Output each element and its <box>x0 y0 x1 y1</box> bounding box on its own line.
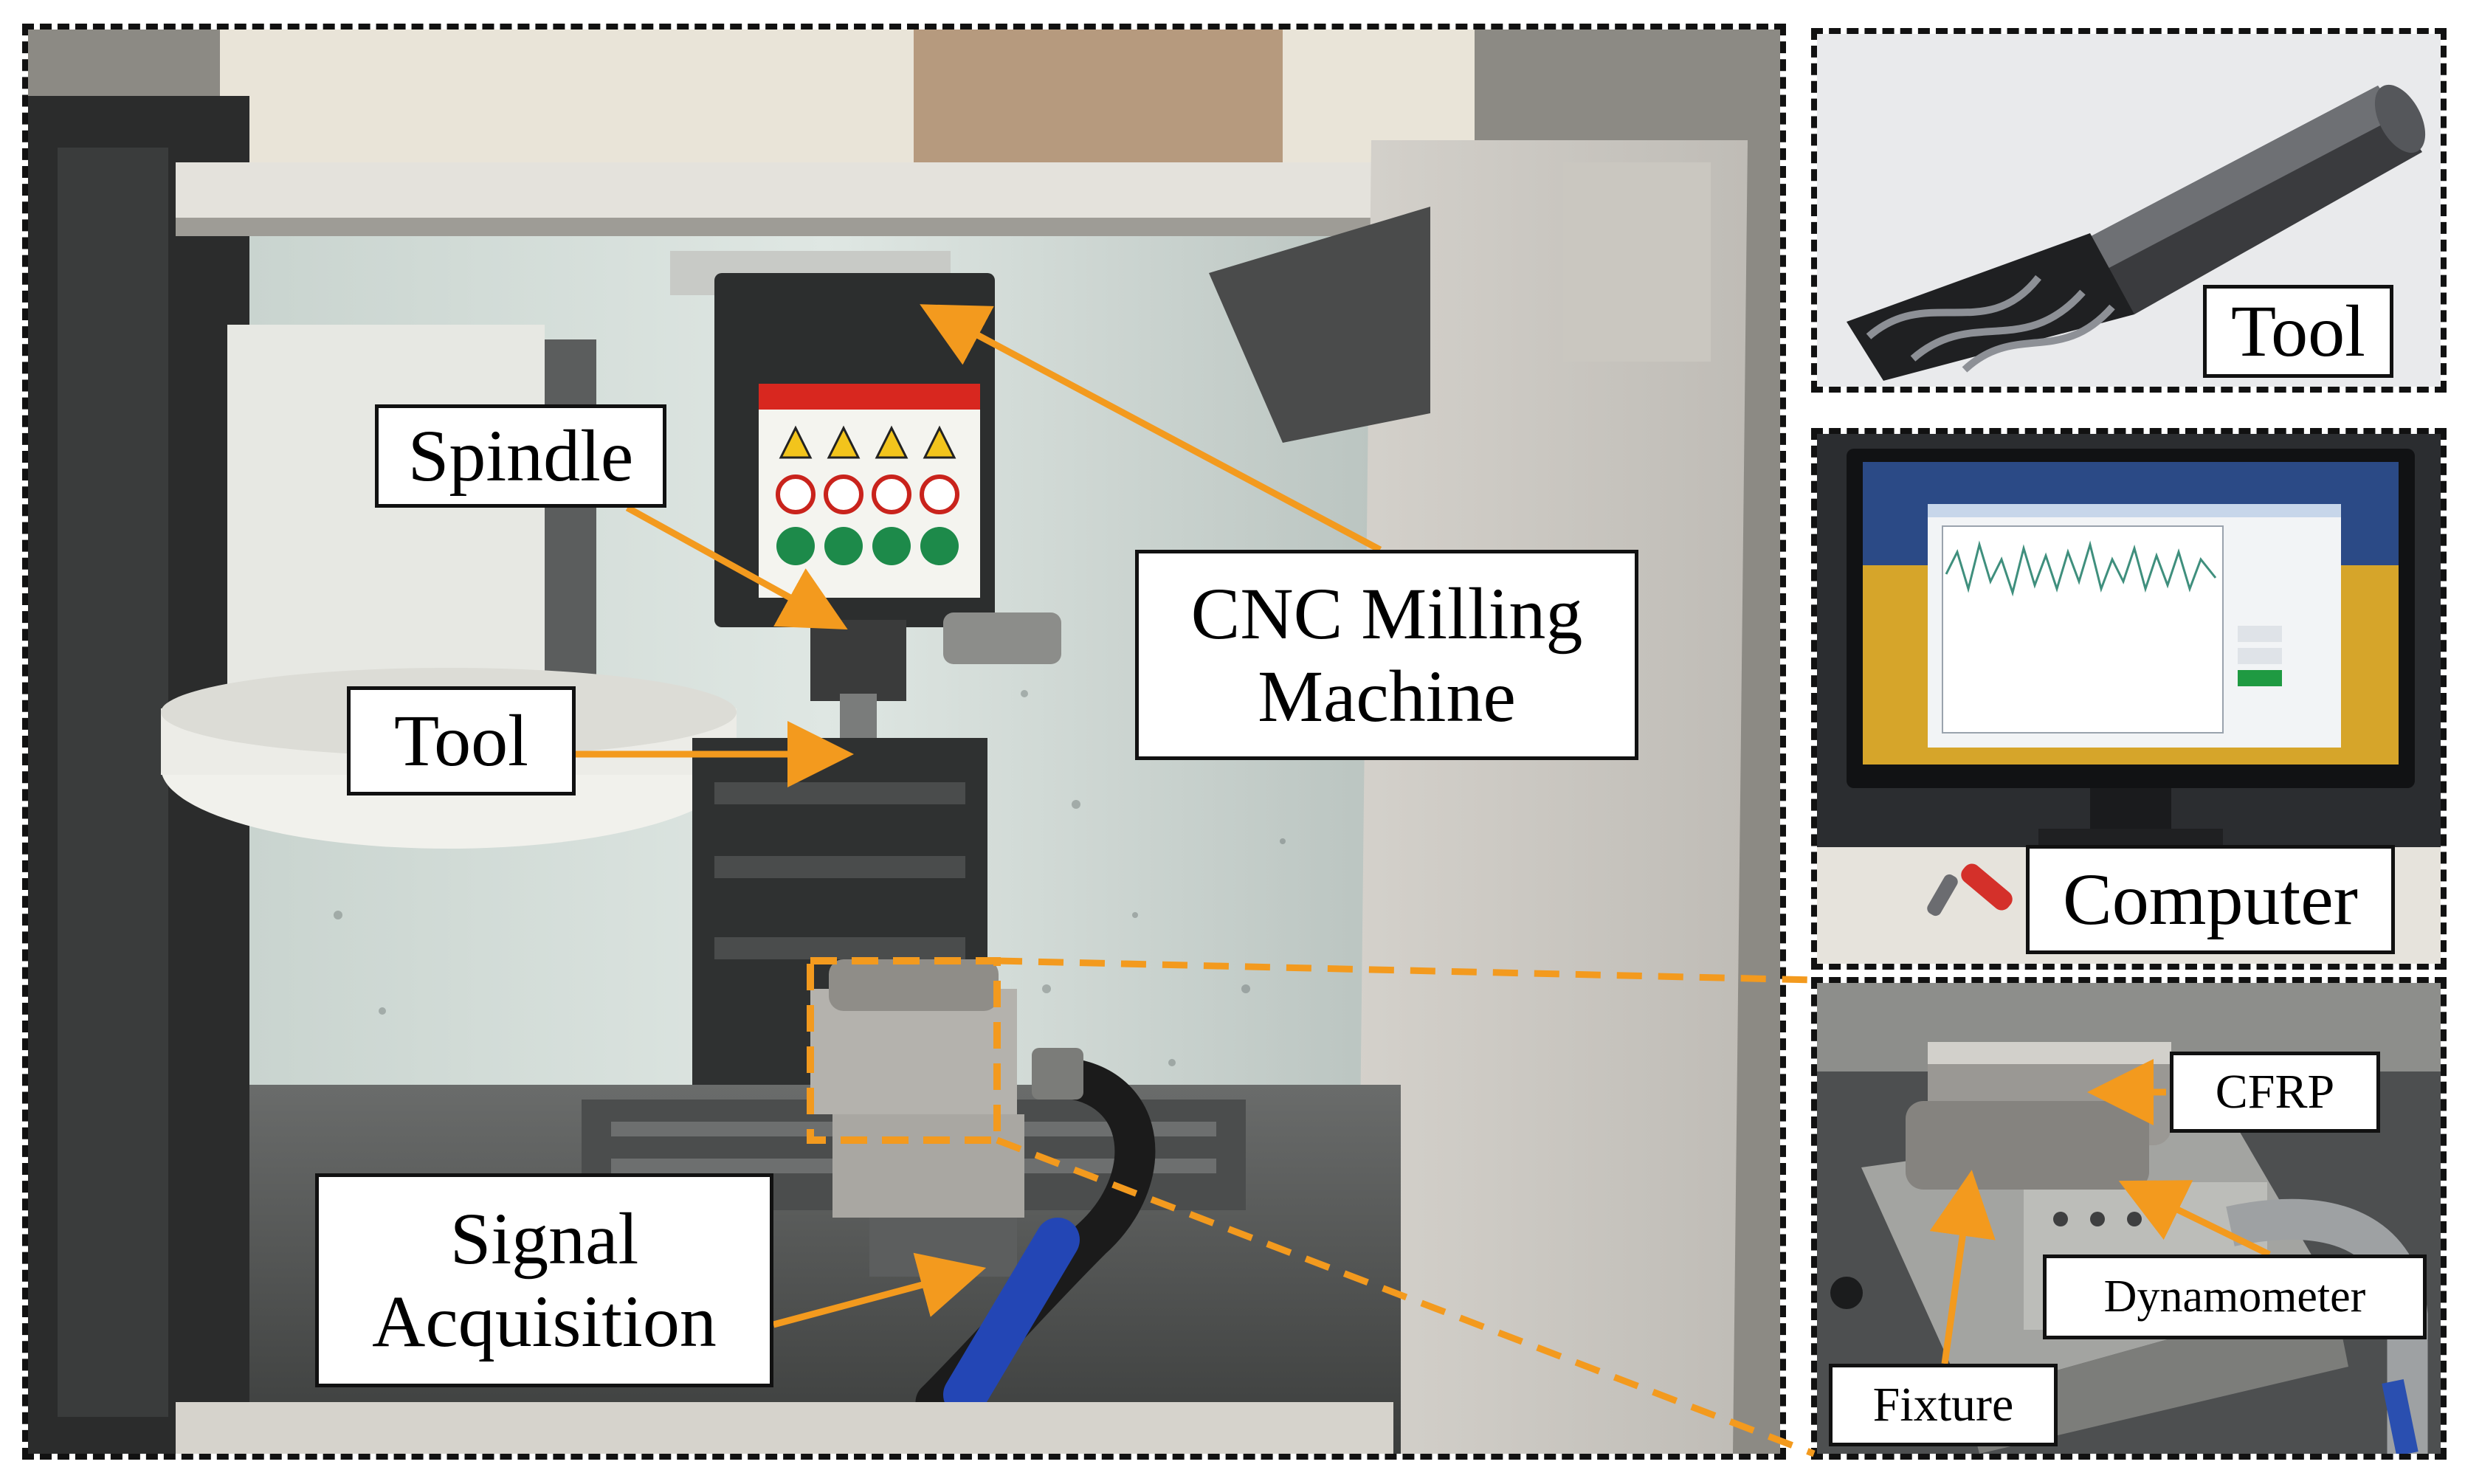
main-panel-frame <box>22 24 1786 1460</box>
cnc-arrow <box>920 304 1382 553</box>
tool-panel-label: Tool <box>2203 285 2393 378</box>
dynamometer-label: Dynamometer <box>2043 1255 2427 1339</box>
dynamometer-arrow <box>2118 1180 2271 1258</box>
tool-panel-frame <box>1811 28 2447 393</box>
tool-label: Tool <box>347 686 576 796</box>
zoom-box <box>807 957 1001 1144</box>
computer-panel-label: Computer <box>2026 845 2395 954</box>
fixture-label: Fixture <box>1829 1364 2058 1446</box>
zoom-connector-bottom <box>996 1136 1816 1457</box>
computer-panel-frame <box>1811 428 2447 970</box>
signal-acquisition-label: Signal Acquisition <box>315 1173 773 1387</box>
computer-photo <box>1817 434 2441 964</box>
zoom-connector-top <box>996 957 1815 984</box>
monitor-illustration <box>1817 434 2441 964</box>
fixture-panel-frame <box>1811 977 2447 1460</box>
spindle-label: Spindle <box>375 404 666 508</box>
spindle-arrow <box>625 505 848 630</box>
cfrp-label: CFRP <box>2170 1052 2380 1133</box>
signal-arrow <box>772 1252 987 1328</box>
fixture-arrow <box>1929 1170 1996 1364</box>
cnc-milling-machine-label: CNC Milling Machine <box>1135 550 1638 760</box>
